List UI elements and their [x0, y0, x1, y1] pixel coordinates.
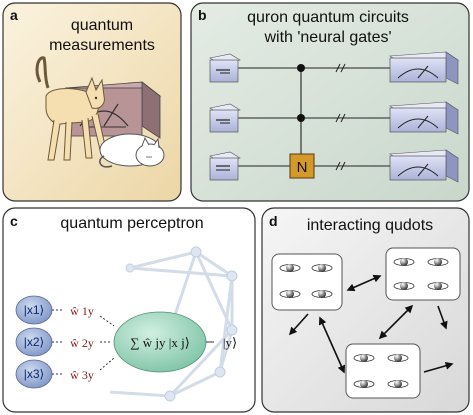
panel-c-title: quantum perceptron — [60, 215, 203, 232]
arrow-2-3-icon — [378, 304, 414, 340]
input-ket-3: |x3⟩ — [15, 359, 53, 389]
arrow-out-2-icon — [437, 305, 448, 330]
output-ket-label: |y⟩ — [223, 335, 237, 350]
arrow-1-2-icon — [346, 274, 382, 292]
panel-b-title-line2: with 'neural gates' — [263, 29, 391, 46]
panel-a-title-line1: quantum — [71, 17, 133, 34]
panel-c-letter: c — [10, 213, 18, 229]
input-ket-2-label: |x2⟩ — [24, 335, 44, 349]
panel-b-letter: b — [198, 7, 207, 23]
neural-gate-label: N — [297, 159, 308, 176]
weight-connectors — [52, 309, 115, 375]
summation-label: ∑ ŵ jy |x j⟩ — [130, 335, 190, 350]
panel-b-frame — [190, 2, 470, 202]
state-prep-box-2 — [209, 103, 241, 133]
measurement-meter-3-icon — [389, 149, 459, 183]
circuit-wires — [238, 67, 390, 167]
background-network-nodes — [125, 246, 238, 402]
input-ket-1-label: |x1⟩ — [24, 303, 44, 317]
panel-c: c quantum perceptron |x1⟩ — [2, 207, 256, 413]
input-ket-2: |x2⟩ — [15, 327, 53, 357]
panel-a-letter: a — [10, 7, 18, 23]
qudot-cluster-3 — [345, 343, 421, 399]
lying-cat-icon — [99, 133, 165, 168]
arrow-out-3-icon — [423, 361, 454, 373]
wire-break-marks — [335, 63, 346, 171]
state-prep-box-3 — [209, 151, 241, 181]
neural-gate: N — [289, 153, 315, 179]
panel-d-letter: d — [269, 213, 278, 229]
panel-a-title-line2: measurements — [49, 37, 155, 54]
panel-d: d interacting qudots — [261, 207, 470, 413]
control-dot-1 — [297, 64, 305, 72]
qudot-cluster-1 — [271, 253, 343, 311]
panel-d-title: interacting qudots — [307, 217, 433, 234]
weight-1-label: ŵ 1y — [70, 304, 94, 318]
input-ket-1: |x1⟩ — [15, 295, 53, 325]
standing-cat-icon — [35, 56, 107, 161]
summation-node: ∑ ŵ jy |x j⟩ — [113, 311, 207, 373]
background-network — [109, 250, 234, 398]
arrow-1-3-icon — [318, 316, 346, 374]
control-dot-2 — [297, 114, 305, 122]
panel-b-title-line1: quron quantum circuits — [247, 9, 409, 26]
weight-2-label: ŵ 2y — [70, 336, 94, 350]
panel-a: a quantum measurements — [2, 2, 182, 202]
interaction-arrows — [288, 274, 454, 374]
state-prep-box-1 — [209, 53, 241, 83]
weight-3-label: ŵ 3y — [70, 368, 94, 382]
panel-b: b quron quantum circuits with 'neural ga… — [190, 2, 470, 202]
input-ket-3-label: |x3⟩ — [24, 367, 44, 381]
qudot-cluster-2 — [385, 247, 461, 301]
measurement-meter-1-icon — [389, 51, 459, 85]
measurement-meter-2-icon — [389, 101, 459, 135]
arrow-out-1-icon — [288, 313, 309, 336]
